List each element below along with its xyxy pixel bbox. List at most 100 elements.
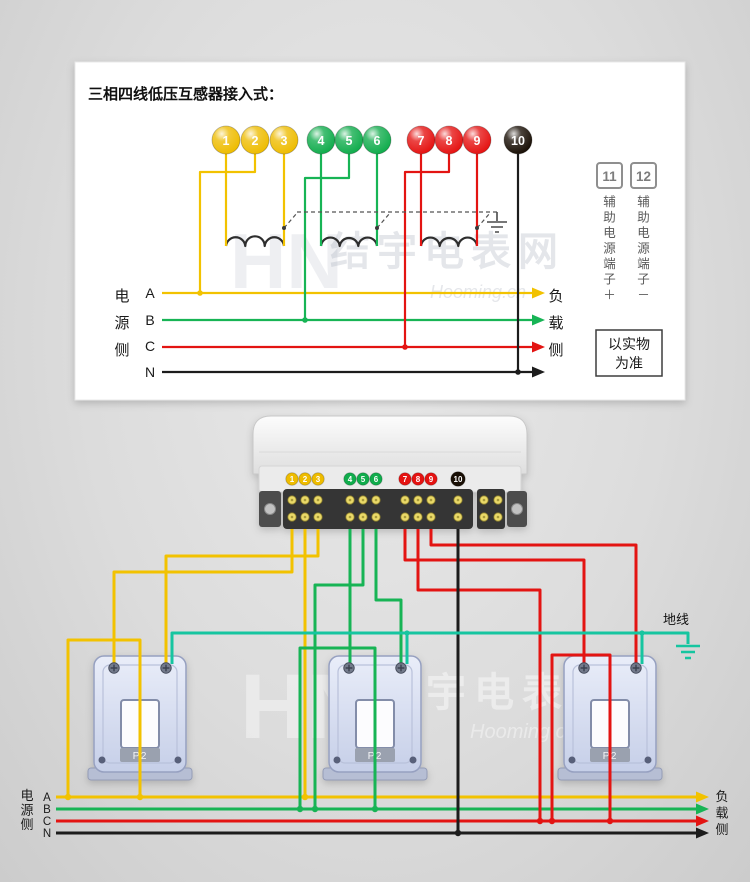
meter-dot-2: 2 — [298, 472, 312, 486]
phase-a-wires-top — [198, 154, 286, 293]
svg-text:7: 7 — [403, 475, 408, 484]
terminal-number: 1 — [223, 134, 230, 148]
meter-dot-1: 1 — [285, 472, 299, 486]
arrow-n-top — [532, 366, 545, 378]
earth-symbol-top — [487, 221, 507, 233]
junction-b-top — [302, 317, 308, 323]
phase-n-label-top: N — [145, 364, 155, 380]
ct3-screw-k1 — [578, 662, 590, 674]
terminal-1: 1 — [211, 125, 241, 155]
ct3-screw-k2 — [630, 662, 642, 674]
terminal-9: 9 — [462, 125, 492, 155]
note-line-2: 为准 — [615, 355, 643, 371]
terminal-gloss — [504, 126, 532, 154]
meter-dot-10: 10 — [450, 471, 466, 487]
bus-junctions — [64, 793, 614, 837]
diagram-title: 三相四线低压互感器接入式： — [88, 85, 283, 103]
earth-junction-2 — [639, 630, 645, 636]
energy-meter — [252, 415, 528, 529]
terminal-gloss — [307, 126, 335, 154]
wire-terminal2-voltage-tap — [198, 154, 257, 293]
phase-c-wiring-bottom — [56, 529, 697, 823]
meter-dot-7: 7 — [398, 472, 412, 486]
phase-a-label-bottom: A — [43, 792, 51, 804]
source-side-label-top: 电源侧 — [114, 288, 129, 359]
wire-terminal5-voltage-tap — [303, 154, 351, 320]
meter-dot-3: 3 — [311, 472, 325, 486]
terminal-number: 4 — [318, 134, 325, 148]
terminal-block-main — [283, 489, 473, 529]
terminal-5: 5 — [334, 125, 364, 155]
arrow-b-bottom — [696, 803, 709, 815]
ct-coils-schematic — [224, 235, 479, 248]
physical-wiring-section: HN 结宇电表网 Hooming.cn 1 2 3 4 5 6 7 8 9 — [20, 415, 729, 840]
terminal-2: 2 — [240, 125, 270, 155]
phase-b-label-top: B — [145, 312, 154, 328]
earth-junction-1 — [404, 630, 410, 636]
phase-c-label-top: C — [145, 338, 155, 354]
dashed-switch-c — [476, 212, 491, 229]
svg-text:10: 10 — [454, 475, 463, 484]
svg-text:4: 4 — [348, 475, 353, 484]
panel-background — [74, 61, 686, 401]
meter-dot-5: 5 — [356, 472, 370, 486]
wire-t1-to-ct1 — [112, 529, 294, 664]
terminal-8: 8 — [434, 125, 464, 155]
junction-n-top — [515, 369, 521, 375]
meter-terminal-dots: 1 2 3 4 5 6 7 8 9 10 — [285, 471, 466, 487]
terminal-10: 10 — [503, 125, 533, 155]
watermark-logo: HN — [230, 217, 343, 305]
wire-terminal8-voltage-tap — [403, 154, 451, 347]
neutral-wiring-bottom — [56, 529, 697, 835]
block-end-screw-right — [511, 503, 523, 515]
ct2-screw-k1 — [343, 662, 355, 674]
arrow-a-bottom — [696, 791, 709, 803]
terminal-block-aux — [477, 489, 505, 529]
terminal-gloss — [241, 126, 269, 154]
terminal-7: 7 — [406, 125, 436, 155]
ct2-screw-k2 — [395, 662, 407, 674]
terminal-number: 3 — [281, 134, 288, 148]
terminal-gloss — [270, 126, 298, 154]
terminal-4: 4 — [306, 125, 336, 155]
coil-phase-b — [319, 236, 379, 248]
source-side-label-bottom: 电源侧 — [20, 788, 33, 832]
link-dot-a — [282, 226, 286, 230]
earth-wiring — [170, 631, 700, 664]
bus-lines-top — [162, 291, 533, 374]
phase-c-ct-loop — [550, 653, 612, 821]
arrow-c-top — [532, 341, 545, 353]
wire-t7-to-ct3 — [403, 529, 586, 664]
terminal-gloss — [407, 126, 435, 154]
earth-link-main — [170, 631, 690, 664]
note-line-1: 以实物 — [608, 336, 650, 352]
wire-t8-voltage — [416, 529, 542, 821]
aux-label-minus: 辅助电源端子－ — [637, 195, 650, 302]
svg-text:9: 9 — [429, 475, 434, 484]
phase-a-label-top: A — [145, 285, 155, 301]
svg-text:6: 6 — [374, 475, 379, 484]
block-end-screw-left — [264, 503, 276, 515]
arrow-a-top — [532, 287, 545, 299]
aux-box-11 — [596, 162, 623, 189]
meter-dot-9: 9 — [424, 472, 438, 486]
phase-b-ct-loop — [298, 646, 377, 809]
link-dot-b — [375, 226, 379, 230]
terminal-number: 6 — [374, 134, 381, 148]
dashed-switch-a — [283, 212, 298, 229]
terminal-3: 3 — [269, 125, 299, 155]
terminal-number: 9 — [474, 134, 481, 148]
phase-n-label-bottom: N — [43, 828, 51, 840]
svg-text:5: 5 — [361, 475, 366, 484]
note-box: 以实物 为准 — [595, 329, 663, 377]
meter-dot-8: 8 — [411, 472, 425, 486]
earth-label: 地线 — [663, 612, 689, 627]
meter-dot-6: 6 — [369, 472, 383, 486]
terminal-6: 6 — [362, 125, 392, 155]
svg-text:1: 1 — [290, 475, 295, 484]
svg-text:2: 2 — [303, 475, 308, 484]
terminal-gloss — [212, 126, 240, 154]
svg-text:8: 8 — [416, 475, 421, 484]
